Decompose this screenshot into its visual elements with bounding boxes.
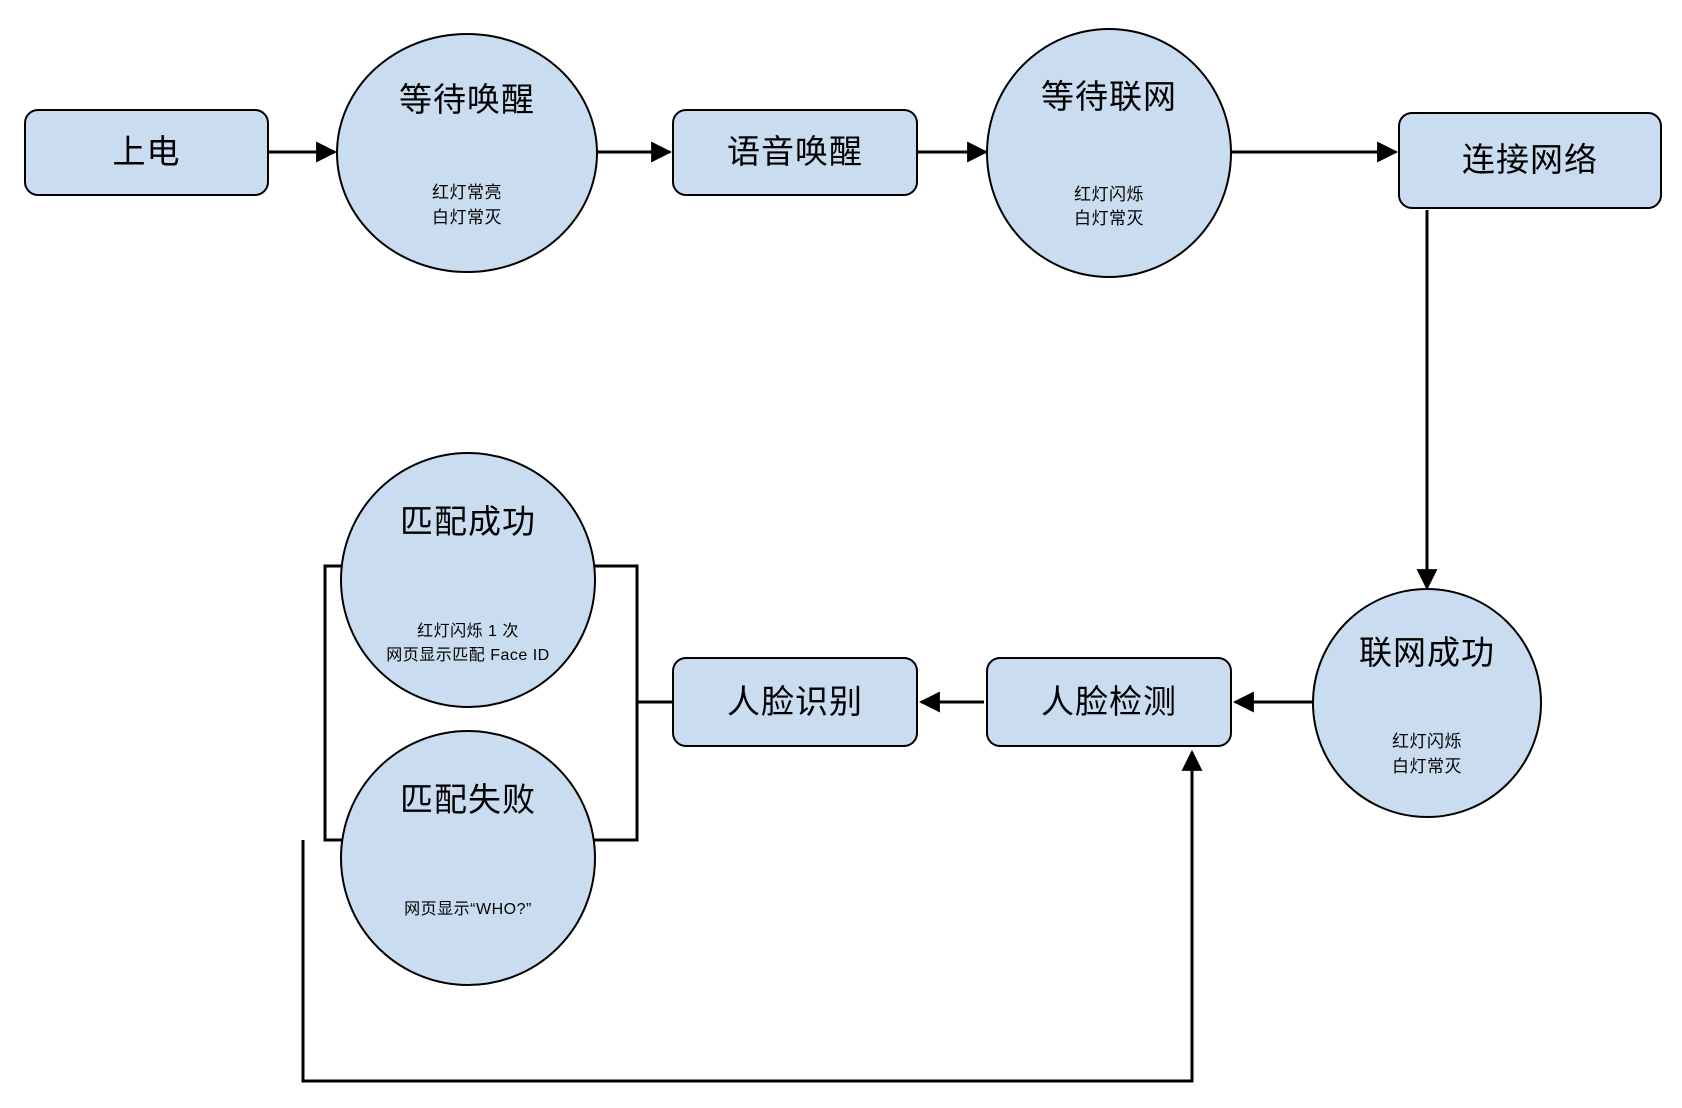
node-voice-wakeup[interactable]: 语音唤醒: [672, 109, 918, 196]
node-connect-network-label: 连接网络: [1462, 141, 1598, 179]
node-wait-network-sub: 红灯闪烁 白灯常灭: [1074, 184, 1144, 229]
node-wait-network-label: 等待联网: [1041, 78, 1177, 116]
node-wait-wakeup-label: 等待唤醒: [399, 81, 535, 119]
node-network-success-label: 联网成功: [1359, 634, 1495, 672]
node-match-fail[interactable]: 匹配失败 网页显示“WHO?”: [340, 730, 596, 986]
node-match-success[interactable]: 匹配成功 红灯闪烁 1 次 网页显示匹配 Face ID: [340, 452, 596, 708]
node-wait-network[interactable]: 等待联网 红灯闪烁 白灯常灭: [986, 28, 1232, 278]
node-match-success-sub: 红灯闪烁 1 次 网页显示匹配 Face ID: [386, 623, 550, 664]
node-match-success-label: 匹配成功: [400, 503, 536, 541]
node-voice-wakeup-label: 语音唤醒: [727, 133, 863, 171]
node-connect-network[interactable]: 连接网络: [1398, 112, 1662, 209]
node-power-on[interactable]: 上电: [24, 109, 269, 196]
node-face-recognize[interactable]: 人脸识别: [672, 657, 918, 747]
node-network-success[interactable]: 联网成功 红灯闪烁 白灯常灭: [1312, 588, 1542, 818]
node-face-detect-label: 人脸检测: [1041, 682, 1177, 720]
node-face-detect[interactable]: 人脸检测: [986, 657, 1232, 747]
node-match-fail-label: 匹配失败: [400, 781, 536, 819]
node-power-on-label: 上电: [112, 133, 181, 171]
node-face-recognize-label: 人脸识别: [727, 682, 863, 720]
node-wait-wakeup-sub: 红灯常亮 白灯常灭: [432, 183, 502, 227]
node-match-fail-sub: 网页显示“WHO?”: [404, 901, 532, 919]
node-network-success-sub: 红灯闪烁 白灯常灭: [1392, 732, 1462, 776]
node-wait-wakeup[interactable]: 等待唤醒 红灯常亮 白灯常灭: [336, 33, 598, 273]
